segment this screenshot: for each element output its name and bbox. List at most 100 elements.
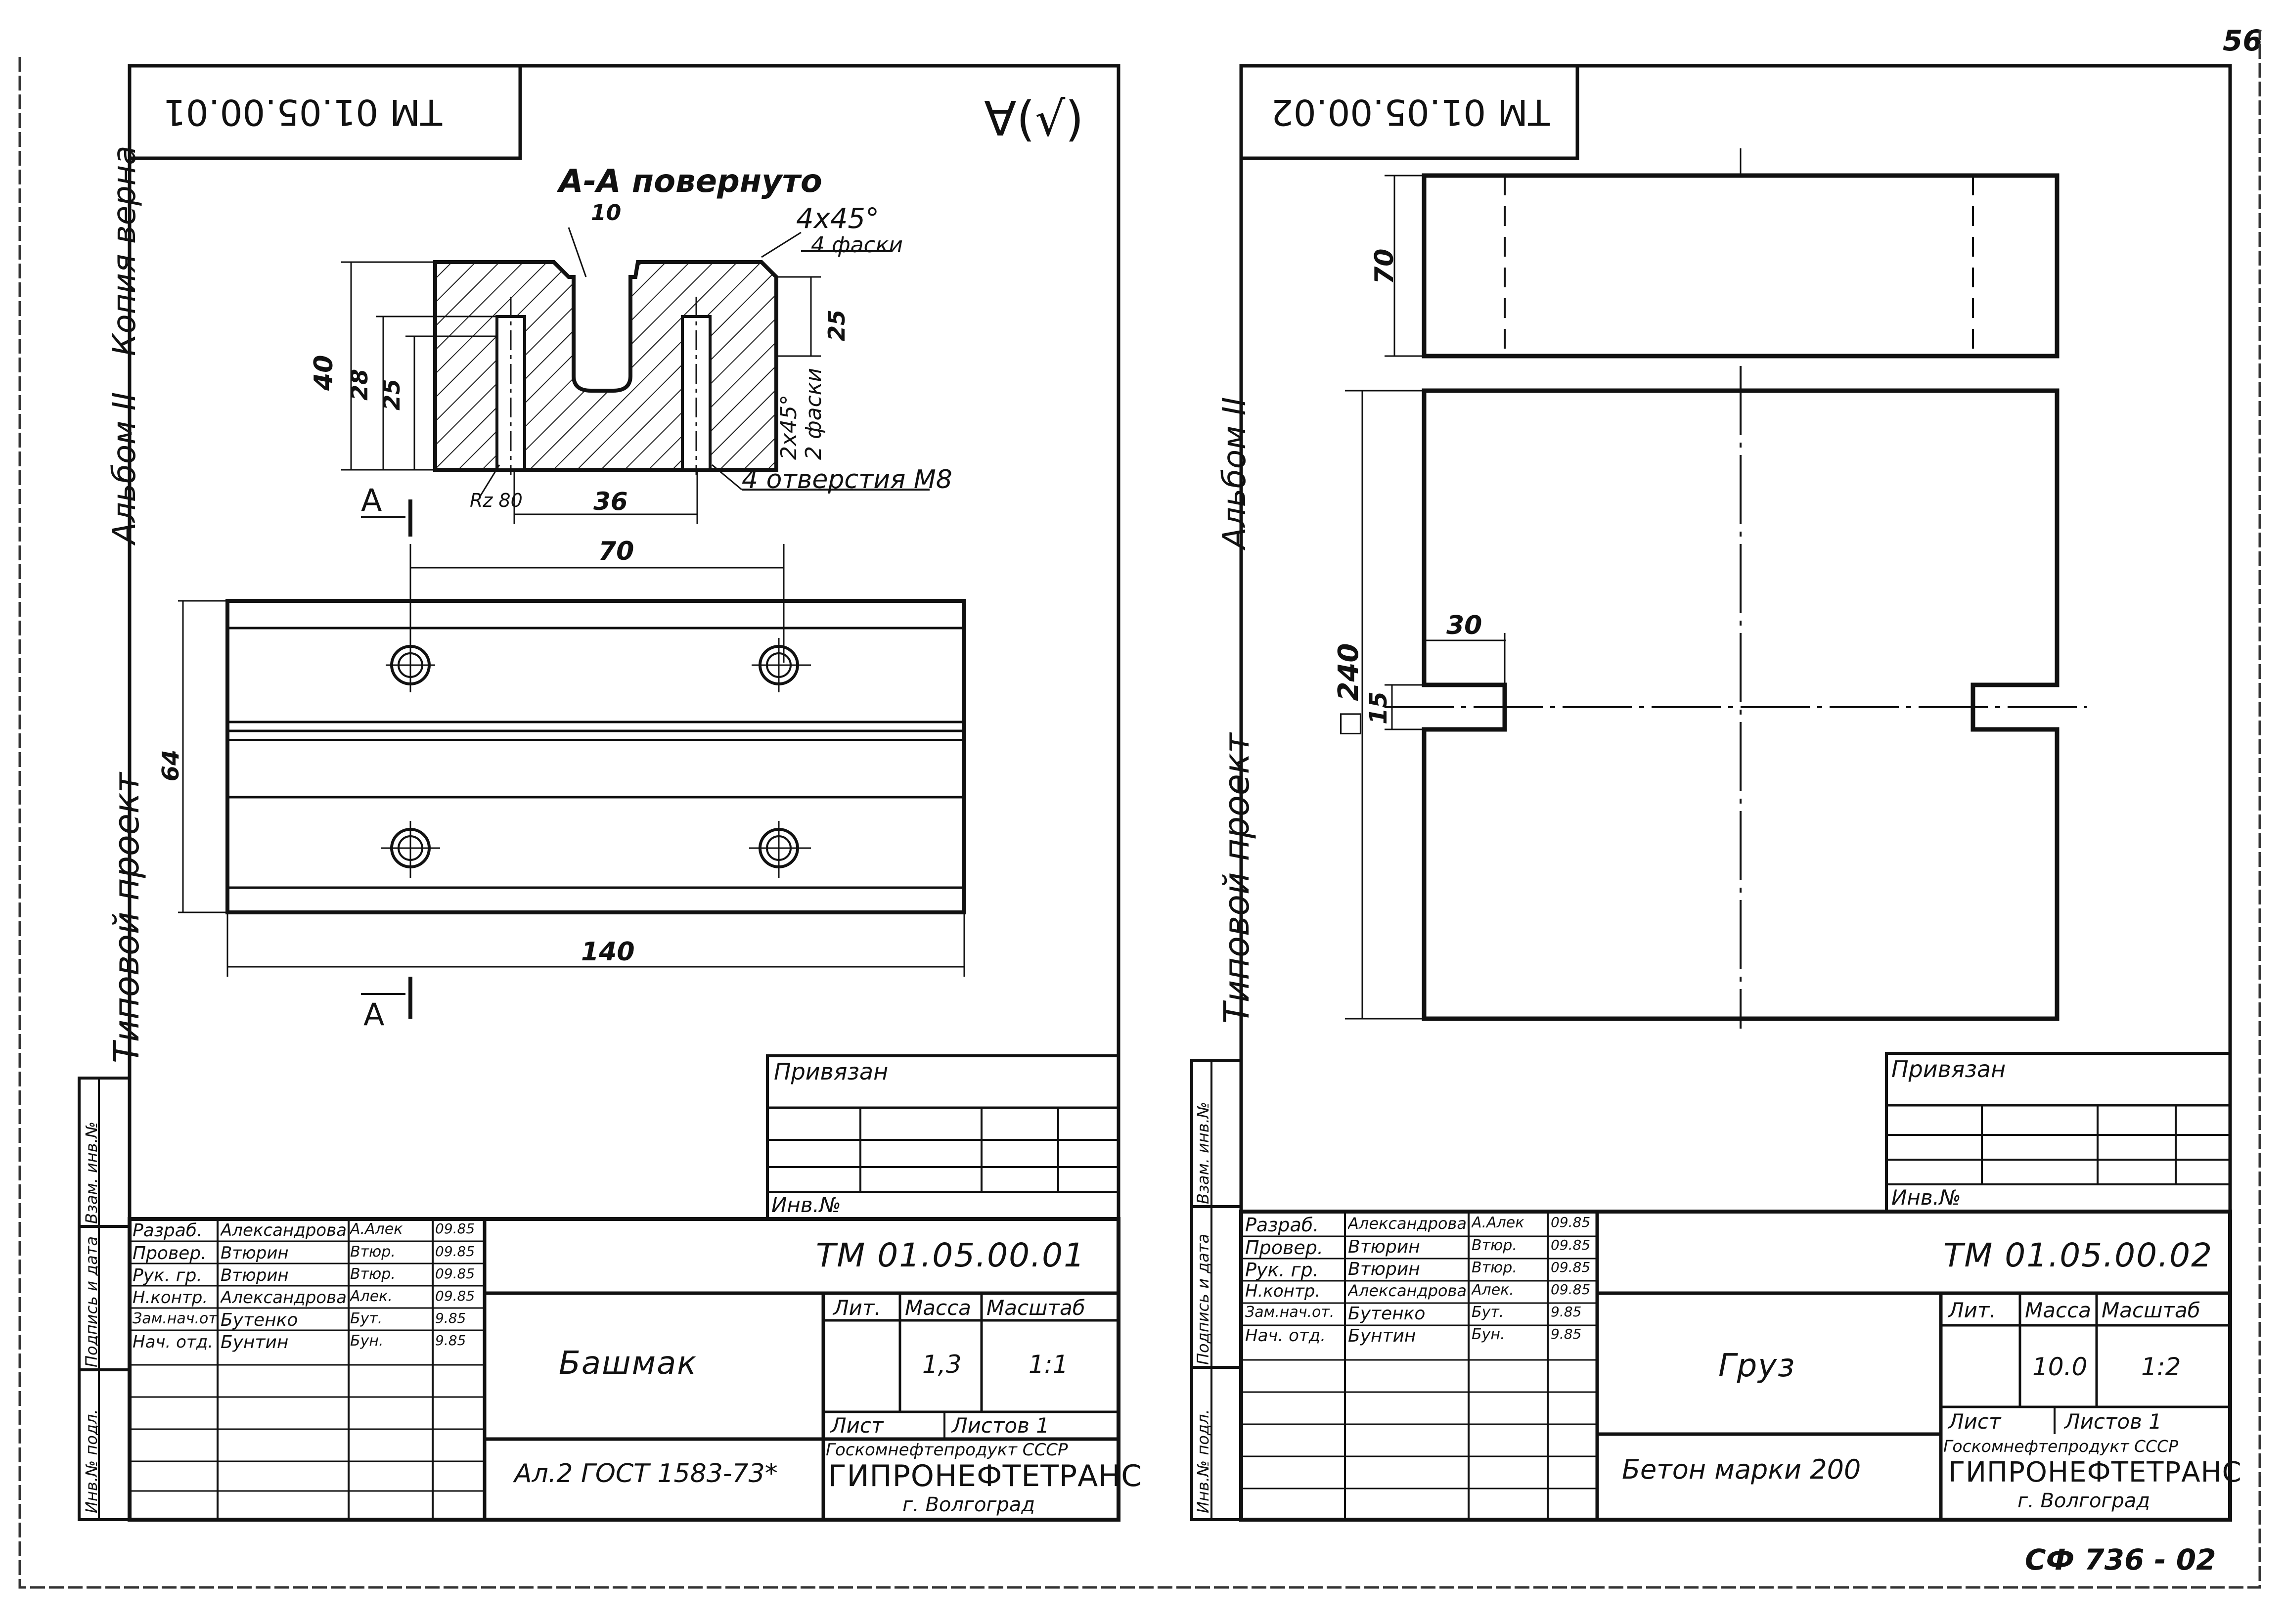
sheet1-sheet-label: Лист [831, 1413, 884, 1438]
sheet2-org-top: Госкомнефтепродукт СССР [1943, 1437, 2179, 1456]
signature: Втюр. [350, 1265, 396, 1283]
sheet1-signatories: Разраб. Александрова А.Алек 09.85 Провер… [133, 1220, 481, 1354]
signature: Бун. [1472, 1326, 1505, 1343]
signature: Втюр. [350, 1243, 396, 1261]
name: Бунтин [1348, 1326, 1416, 1346]
chamfer-note-4: 2 фаски [801, 368, 826, 460]
margin2-album-label: Альбом II [1216, 397, 1253, 549]
page-edge [18, 30, 2261, 1589]
sheet2-sign-row: Рук. гр. Втюрин Втюр. 09.85 [1245, 1259, 1596, 1281]
margin-copy-note: Копия верна [106, 145, 143, 356]
date: 09.85 [435, 1243, 475, 1260]
date: 9.85 [1551, 1304, 1582, 1320]
holes-note: 4 отверстия М8 [742, 465, 952, 495]
signature: Алек. [1472, 1281, 1514, 1299]
sheet1-lit-label: Лит. [833, 1296, 881, 1320]
sheet2-scale-value: 1:2 [2141, 1353, 2181, 1381]
sheet1-sign-row: Н.контр. Александрова Алек. 09.85 [133, 1288, 481, 1310]
sheet2-sign-row: Н.контр. Александрова Алек. 09.85 [1245, 1281, 1596, 1304]
date: 9.85 [435, 1332, 466, 1349]
role: Провер. [133, 1243, 207, 1263]
role: Н.контр. [1245, 1281, 1321, 1301]
sheet2-side-repl-label: Взам. инв.№ [1194, 1101, 1212, 1204]
sheet1-sign-row: Зам.нач.от. Бутенко Бут. 9.85 [133, 1310, 481, 1332]
dim2-15: 15 [1365, 691, 1392, 724]
sheet1-bound-label: Привязан [774, 1058, 889, 1085]
name: Бутенко [221, 1310, 298, 1330]
dim-25-left: 25 [378, 378, 405, 410]
sheet2-mass-label: Масса [2025, 1298, 2091, 1322]
sheet1-org-name: ГИПРОНЕФТЕТРАНС [828, 1459, 1143, 1493]
rz-note: Rz 80 [470, 490, 523, 511]
sheet1-inv-label: Инв.№ [771, 1193, 841, 1217]
dim-10: 10 [591, 200, 622, 226]
sheet2-scale-label: Масштаб [2102, 1298, 2200, 1322]
sheet1-side-sign-label: Подпись и дата [82, 1236, 101, 1367]
sheet2-lit-label: Лит. [1948, 1298, 1996, 1322]
sheet2-sign-row: Провер. Втюрин Втюр. 09.85 [1245, 1237, 1596, 1259]
section-marker-top: А [361, 482, 382, 518]
date: 09.85 [435, 1220, 475, 1237]
signature: Втюр. [1472, 1237, 1517, 1254]
margin-album-label: Альбом II [106, 392, 143, 544]
dim-140: 140 [581, 937, 635, 967]
sheet2-material: Бетон марки 200 [1622, 1454, 1861, 1485]
sheet1-plan-view [178, 544, 966, 977]
chamfer-note: 4х45° [796, 203, 880, 235]
margin2-project-label: Типовой проект [1216, 733, 1257, 1024]
sheet1-sign-row: Провер. Втюрин Втюр. 09.85 [133, 1243, 481, 1265]
role: Нач. отд. [1245, 1326, 1326, 1346]
signature: А.Алек [1472, 1214, 1524, 1231]
role: Нач. отд. [133, 1332, 214, 1352]
sheet2-sheet-label: Лист [1948, 1409, 2001, 1434]
date: 09.85 [1551, 1259, 1591, 1275]
sheet1-org-top: Госкомнефтепродукт СССР [826, 1440, 1068, 1460]
sheet2-signatories: Разраб. Александрова А.Алек 09.85 Провер… [1245, 1214, 1596, 1348]
dim2-240: □ 240 [1333, 643, 1365, 737]
name: Александрова [1348, 1214, 1467, 1233]
sheet2-rotated-code: ТМ 01.05.00.02 [1271, 91, 1550, 133]
name: Александрова [1348, 1281, 1467, 1300]
signature: Бут. [350, 1310, 383, 1327]
sheet1-rotated-code: ТМ 01.05.00.01 [163, 91, 443, 133]
sheet1-sign-row: Нач. отд. Бунтин Бун. 9.85 [133, 1332, 481, 1354]
roughness-symbol: ∀(√) [984, 91, 1084, 147]
sheet2-sign-row: Нач. отд. Бунтин Бун. 9.85 [1245, 1326, 1596, 1348]
sheet1-scale-label: Масштаб [986, 1296, 1085, 1320]
sheet2-code-box [1239, 64, 1579, 160]
chamfer-note-3: 2х45° [776, 394, 802, 460]
date: 09.85 [1551, 1214, 1591, 1230]
sheet2-side-sign-label: Подпись и дата [1194, 1233, 1212, 1365]
name: Александрова [221, 1288, 347, 1308]
signature: Алек. [350, 1288, 393, 1305]
dim2-30: 30 [1446, 611, 1482, 640]
name: Втюрин [1348, 1259, 1420, 1279]
dim-64: 64 [157, 749, 184, 781]
date: 09.85 [1551, 1281, 1591, 1298]
sheet2-inv-label: Инв.№ [1891, 1185, 1961, 1210]
sheet1-mass-value: 1,3 [922, 1350, 962, 1379]
role: Н.контр. [133, 1288, 208, 1308]
section-title: А-А повернуто [559, 163, 822, 200]
role: Зам.нач.от. [133, 1310, 217, 1327]
sheet1-scale-value: 1:1 [1029, 1350, 1069, 1379]
role: Рук. гр. [1245, 1259, 1319, 1281]
sheet2-weight-drawing [1345, 148, 2087, 1029]
section-marker-bottom: А [363, 996, 385, 1033]
dim-40: 40 [309, 355, 339, 391]
dim-36: 36 [593, 487, 628, 516]
role: Провер. [1245, 1237, 1323, 1259]
sheet2-bound-label: Привязан [1891, 1056, 2006, 1083]
page-number: 56 [2223, 24, 2263, 57]
dim-28: 28 [346, 368, 373, 401]
signature: Втюр. [1472, 1259, 1517, 1276]
sheet1-sheets-label: Листов 1 [952, 1413, 1049, 1438]
role: Разраб. [133, 1220, 203, 1241]
sheet2-org-city: г. Волгоград [2017, 1489, 2150, 1512]
role: Зам.нач.от. [1245, 1304, 1335, 1321]
sheet1-code-box [128, 64, 522, 160]
sheet2-sign-row: Разраб. Александрова А.Алек 09.85 [1245, 1214, 1596, 1237]
sheet1-designation: ТМ 01.05.00.01 [816, 1236, 1086, 1274]
name: Бунтин [221, 1332, 289, 1353]
